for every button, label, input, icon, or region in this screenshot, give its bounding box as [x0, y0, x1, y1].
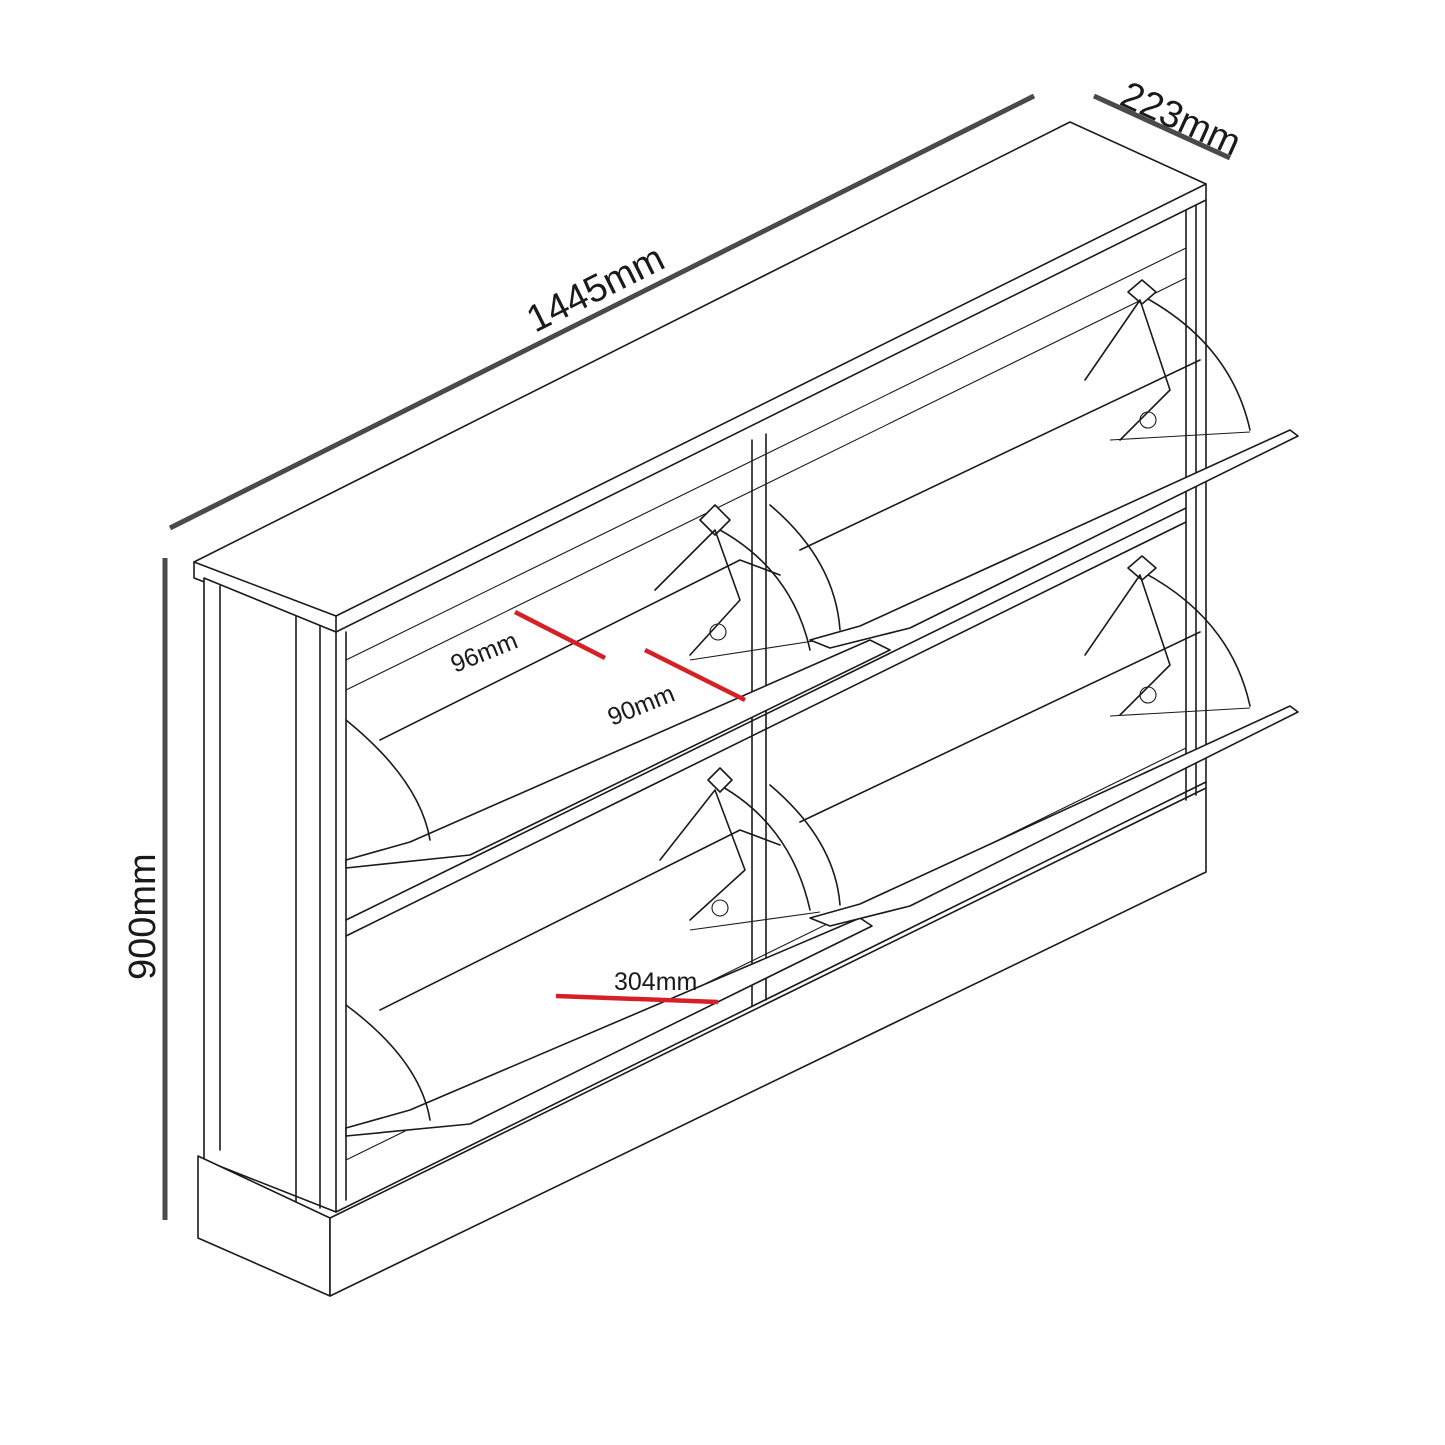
- plinth-front: [329, 787, 1207, 1297]
- height-label: 900mm: [122, 853, 164, 980]
- depth-dimension-line: [1092, 93, 1232, 161]
- flap-gap-bottom-label: 90mm: [604, 680, 679, 732]
- flap-gap-bottom-line: [643, 647, 747, 703]
- dimension-height: 900mm: [122, 558, 168, 1220]
- flap-depth-label: 304mm: [614, 968, 697, 996]
- width-dimension-line: [168, 93, 1036, 531]
- flap-top-right: [769, 279, 1299, 649]
- flap-bottom-right: [769, 555, 1299, 927]
- flap-bottom-left: [345, 767, 873, 1137]
- left-side-panel: [203, 577, 337, 1213]
- cabinet-body: [193, 121, 1207, 1297]
- flap-gap-top-label: 96mm: [447, 627, 522, 679]
- flap-gap-top-line: [513, 609, 607, 661]
- flap-depth-line: [555, 993, 719, 1005]
- flap-top-left: [345, 504, 891, 869]
